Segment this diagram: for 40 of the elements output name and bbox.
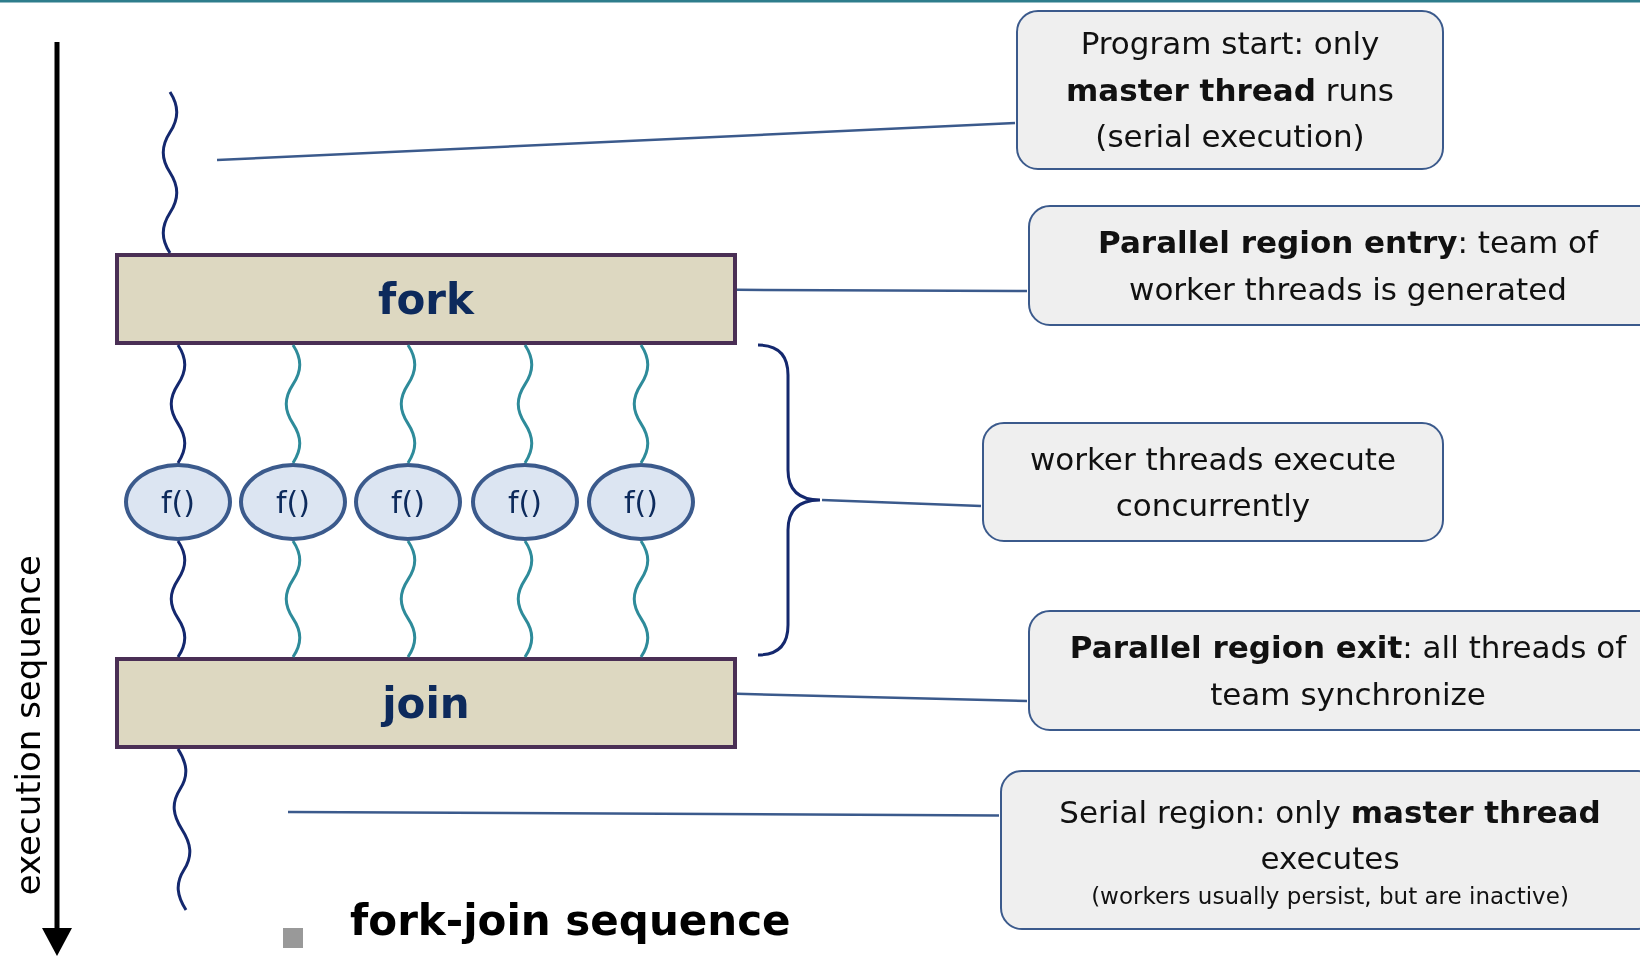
thread-line bbox=[632, 540, 650, 658]
thread-line bbox=[169, 344, 187, 464]
node-label: f() bbox=[161, 484, 195, 520]
callout-box bbox=[1028, 205, 1640, 326]
thread-line bbox=[516, 540, 534, 658]
callout-text: Parallel region entry: team of worker threads is generated bbox=[1097, 223, 1600, 309]
leader-line bbox=[288, 810, 999, 817]
thread-line bbox=[284, 344, 302, 464]
node-label: f() bbox=[391, 484, 425, 520]
process-bar bbox=[115, 657, 737, 749]
callout-box bbox=[1000, 770, 1640, 930]
callout-text: (workers usually persist, but are inactive) bbox=[1091, 881, 1569, 911]
leader-line bbox=[737, 288, 1027, 293]
callout-text: Parallel region exit: all threads of team synchronize bbox=[1068, 628, 1628, 714]
thread-line bbox=[284, 540, 302, 658]
heading: fork-join sequence bbox=[350, 896, 791, 945]
leader-line bbox=[821, 498, 982, 508]
callout-text: Program start: only master thread runs (serial execution) bbox=[1065, 24, 1395, 157]
callout-text: worker threads execute concurrently bbox=[1028, 439, 1398, 525]
thread-line bbox=[399, 344, 417, 464]
thread-line bbox=[161, 91, 179, 254]
thread-line bbox=[172, 748, 192, 911]
callout-box bbox=[982, 422, 1444, 542]
thread-line bbox=[169, 540, 187, 658]
leader-line bbox=[216, 121, 1016, 162]
callout-box bbox=[1016, 10, 1444, 170]
callout-box bbox=[1028, 610, 1640, 731]
thread-line bbox=[632, 344, 650, 464]
thread-line bbox=[516, 344, 534, 464]
node-label: f() bbox=[624, 484, 658, 520]
node-label: f() bbox=[276, 484, 310, 520]
curly-brace bbox=[756, 343, 822, 657]
leader-line bbox=[736, 692, 1028, 703]
node-label: join bbox=[382, 678, 470, 728]
node-label: fork bbox=[378, 274, 474, 324]
axis-label: execution sequence bbox=[8, 555, 48, 896]
callout-text: Serial region: only master thread executes bbox=[1058, 792, 1602, 879]
node-label: f() bbox=[508, 484, 542, 520]
process-bar bbox=[115, 253, 737, 345]
thread-line bbox=[399, 540, 417, 658]
